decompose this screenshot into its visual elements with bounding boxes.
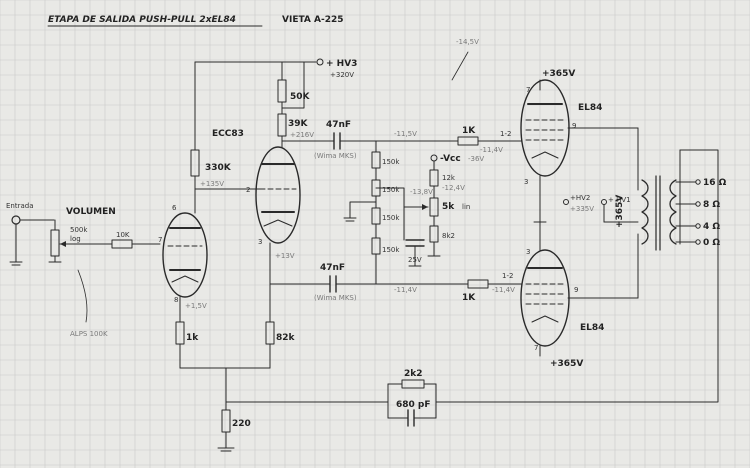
plate-resistor-39k-label: 39K (288, 119, 309, 129)
voltage-vcc-node: -12,4V (442, 184, 465, 192)
dropper-resistor-50k-label: 50K (290, 92, 311, 102)
tap-4-ohm: 4 Ω (703, 222, 720, 232)
voltage-node-upper: -11,5V (394, 130, 417, 138)
vcc-label: -Vcc (440, 154, 461, 164)
volume-pot[interactable] (50, 229, 60, 257)
tap-0-ohm: 0 Ω (703, 238, 720, 248)
voltage-330k: +135V (200, 180, 224, 188)
tap-16-ohm: 16 Ω (703, 178, 727, 188)
ground-resistor-220 (221, 409, 231, 433)
voltage-grid-upper: -11,4V (480, 146, 503, 154)
cap-upper-label: 47nF (326, 120, 351, 130)
driver-tube-label: ECC83 (212, 129, 244, 139)
bias-r-d: 150k (382, 246, 400, 254)
feedback-cap-label: 680 pF (396, 400, 431, 410)
bias-note: -14,5V (456, 38, 479, 46)
voltage-plate-top: +216V (290, 131, 314, 139)
grid-resistor-10k (111, 239, 133, 249)
tail-resistor-82k-label: 82k (276, 333, 296, 343)
plate-resistor-330k-label: 330K (205, 163, 232, 173)
input-triode: 6 7 8 (158, 204, 208, 304)
v1-pin-grid: 7 (158, 236, 162, 244)
l-pin-plate: 9 (574, 286, 578, 294)
voltage-grid-lower: -11,4V (492, 286, 515, 294)
l-pin-bottom: 7 (534, 344, 538, 352)
schematic-subtitle: VIETA A-225 (282, 15, 344, 25)
ground-resistor-label: 220 (232, 419, 251, 429)
voltage-cath-v1: +1,5V (185, 302, 207, 310)
u-pin-grid: 1-2 (500, 130, 511, 138)
input-jack-icon[interactable] (11, 215, 21, 225)
v1-pin-top: 6 (172, 204, 177, 212)
u-pin-cath: 3 (524, 178, 528, 186)
hv3-voltage: +320V (330, 71, 354, 79)
v2-pin-bottom: 3 (258, 238, 262, 246)
voltage-node-lower: -11,4V (394, 286, 417, 294)
hv1-voltage: +365V (615, 195, 625, 228)
bias-r-a: 150k (382, 158, 400, 166)
grid-resistor-lower-label: 1K (462, 293, 476, 303)
v1-pin-bottom: 8 (174, 296, 178, 304)
bottom-supply-voltage: +365V (550, 359, 583, 369)
bias-bottom-label: 8k2 (442, 232, 455, 240)
hv3-label: + HV3 (326, 59, 357, 69)
cap-upper-note: (Wima MKS) (314, 152, 357, 160)
grid-resistor-upper-label: 1K (462, 126, 476, 136)
pot-brand: ALPS 100K (70, 330, 108, 338)
balance-pot-note: lin (462, 203, 470, 211)
input-label: Entrada (6, 202, 34, 210)
u-pin-plate: 9 (572, 122, 576, 130)
vcc-resistor-label: 12k (442, 174, 456, 182)
vcc-voltage: -36V (468, 155, 484, 163)
l-pin-cath: 3 (526, 248, 530, 256)
hv2-voltage: +335V (570, 205, 594, 213)
upper-tube-label: EL84 (578, 103, 602, 113)
balance-pot-label: 5k (442, 202, 455, 212)
lower-tube-label: EL84 (580, 323, 604, 333)
output-transformer (641, 149, 701, 251)
hv2-label: +HV2 (570, 194, 590, 202)
feedback-resistor-label: 2k2 (404, 369, 423, 379)
l-pin-grid: 1-2 (502, 272, 513, 280)
grid-resistor-lower-1k (467, 279, 489, 289)
v2-pin-grid: 2 (246, 186, 250, 194)
cap-lower-label: 47nF (320, 263, 345, 273)
hv1-label: + HV1 (608, 196, 631, 204)
pot-value: 500k (70, 226, 88, 234)
voltage-tail: +13V (275, 252, 295, 260)
upper-power-pentode (520, 79, 570, 177)
grid-resistor-10k-label: 10K (116, 231, 130, 239)
bias-r-c: 150k (382, 214, 400, 222)
pot-taper: log (70, 235, 81, 243)
tap-8-ohm: 8 Ω (703, 200, 720, 210)
driver-triode: 2 3 (246, 146, 301, 246)
balance-pot[interactable] (429, 197, 439, 217)
bias-r-b: 150k (382, 186, 400, 194)
input-section: Entrada VOLUMEN 500k log ALPS 100K (6, 202, 116, 338)
top-supply-voltage: +365V (542, 69, 575, 79)
grid-resistor-upper-1k (457, 136, 479, 146)
volume-label: VOLUMEN (66, 207, 116, 217)
schematic-title: ETAPA DE SALIDA PUSH-PULL 2xEL84 (48, 15, 236, 25)
lower-power-pentode (520, 249, 570, 347)
cathode-resistor-1k-label: 1k (186, 333, 199, 343)
u-pin-top: 7 (526, 86, 530, 94)
cap-lower-note: (Wima MKS) (314, 294, 357, 302)
bias-network: 150k 150k 150k 150k -13,8V 25V -Vcc -36V… (343, 140, 484, 285)
voltage-bias-mid: -13,8V (410, 188, 433, 196)
